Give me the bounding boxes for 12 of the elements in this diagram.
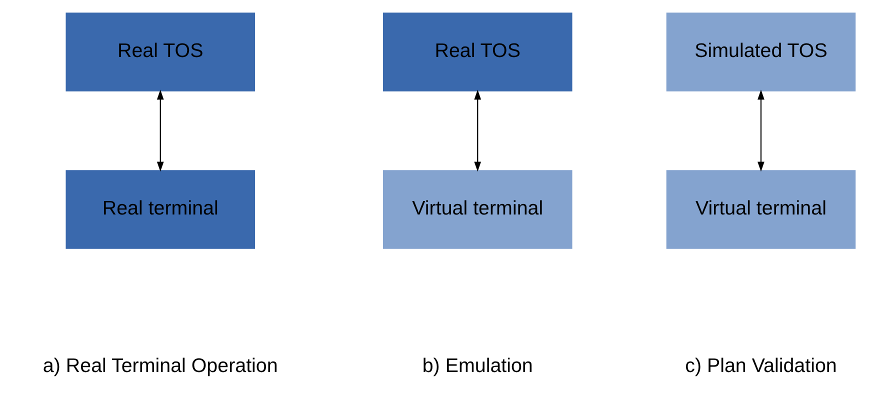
node-box: Virtual terminal (666, 170, 856, 249)
node-box: Real terminal (66, 170, 255, 249)
node-box: Virtual terminal (383, 170, 572, 249)
node-box: Real TOS (383, 12, 572, 92)
label: c) Plan Validation (685, 354, 837, 377)
label: a) Real Terminal Operation (42, 354, 278, 377)
arrow (758, 90, 764, 172)
arrow (474, 90, 482, 172)
label: b) Emulation (422, 354, 533, 377)
node-box: Real TOS (66, 12, 255, 92)
arrow (156, 90, 164, 172)
node-box: Simulated TOS (666, 12, 856, 92)
